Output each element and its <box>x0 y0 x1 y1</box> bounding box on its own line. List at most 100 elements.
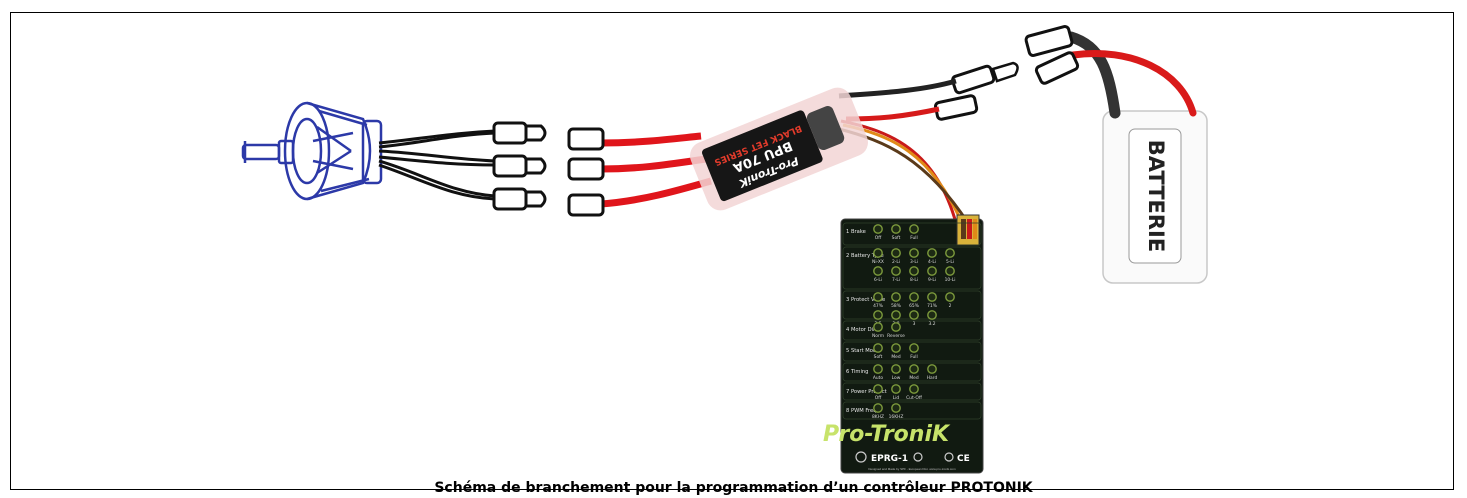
esc-label <box>702 110 823 202</box>
programmer-option-label: 10-Li <box>945 277 956 283</box>
programmer-led <box>927 266 937 276</box>
programmer-option-label: 2-Li <box>892 259 900 265</box>
programmer-option-label: 58% <box>891 303 901 309</box>
motor <box>241 101 383 201</box>
programmer-option-label: 3.2 <box>929 321 936 327</box>
programmer-model: EPRG-1 <box>871 454 908 464</box>
programmer-option-label: 6-Li <box>874 277 882 283</box>
programmer-option-label: 2 <box>949 303 952 309</box>
programmer-option-label: 47% <box>873 303 883 309</box>
programmer-row-frame <box>842 401 982 420</box>
programmer-row-label: 6 Timing <box>846 369 868 375</box>
programmer-option-label: 7-Li <box>892 277 900 283</box>
programmer-led <box>873 248 883 258</box>
diagram-frame: BATTERIE <box>10 12 1454 490</box>
programmer-led <box>909 248 919 258</box>
programmer-led <box>873 292 883 302</box>
programmer-row-frame <box>842 382 982 401</box>
programmer-led <box>927 248 937 258</box>
programmer-led <box>909 364 919 374</box>
battery-connector-2 <box>1034 51 1080 85</box>
esc-red-lead <box>845 106 940 122</box>
programmer-led <box>873 322 883 332</box>
programmer-option-label: Norm <box>872 333 884 339</box>
motor-connectors <box>492 121 547 211</box>
battery-label-box <box>1128 128 1182 264</box>
programmer-option-label: Cut-Off <box>906 395 923 401</box>
programmer-option-label: Reverse <box>887 333 905 339</box>
programmer-option-label: Low <box>892 375 901 381</box>
programmer-option-label: Full <box>910 235 918 241</box>
programmer-option-label: 71% <box>927 303 937 309</box>
programmer-led <box>873 224 883 234</box>
programmer-option-label: Med <box>891 354 900 360</box>
programmer-led <box>873 343 883 353</box>
programmer-led <box>927 364 937 374</box>
programmer-led <box>891 224 901 234</box>
programmer-led <box>891 403 901 413</box>
programmer-row-label: 7 Power Protect <box>846 389 887 395</box>
programmer-row-frame <box>842 362 982 382</box>
programmer-row-label: 2 Battery Type <box>846 253 884 259</box>
programmer-row-frame <box>842 341 982 362</box>
programmer-led <box>891 248 901 258</box>
esc-motor-leads <box>567 127 712 217</box>
programmer-led <box>927 310 937 320</box>
battery-leads <box>1024 25 1197 119</box>
programmer-row-frame <box>842 246 982 290</box>
programmer-option-label: 3-Li <box>910 259 918 265</box>
programmer-led <box>909 292 919 302</box>
programmer-led <box>891 343 901 353</box>
programmer-led <box>945 292 955 302</box>
programmer-option-label: 4-Li <box>928 259 936 265</box>
programmer-row-frame <box>842 320 982 341</box>
battery: BATTERIE <box>1102 110 1208 284</box>
programmer-button-3 <box>944 452 954 462</box>
programmer-led <box>909 343 919 353</box>
motor-front-bell <box>283 101 331 201</box>
motor-shaft <box>241 143 281 161</box>
battery-black-lead <box>1065 31 1121 119</box>
programmer-option-label: Off <box>875 235 882 241</box>
programmer-option-label: 8KHZ <box>872 414 884 420</box>
programmer-led <box>891 384 901 394</box>
programmer-option-label: 8-Li <box>910 277 918 283</box>
programmer-option-label: 16KHZ <box>889 414 904 420</box>
programmer-led <box>891 266 901 276</box>
programmer-option-label: Med <box>909 375 918 381</box>
programmer-option-label: Off <box>875 395 882 401</box>
programmer-row-label: 8 PWM Frequ <box>846 408 880 414</box>
diagram-caption: Schéma de branchement pour la programmat… <box>434 480 1033 496</box>
programmer-row-label: 3 Protect Value <box>846 297 885 303</box>
programmer-led <box>891 322 901 332</box>
programmer-led <box>891 364 901 374</box>
esc-bullet-1 <box>951 64 996 95</box>
programmer-option-label: 5-Li <box>946 259 954 265</box>
esc-capacitor <box>806 106 845 151</box>
programmer-led <box>909 266 919 276</box>
programmer-led <box>873 403 883 413</box>
battery-connector-1 <box>1024 25 1074 57</box>
programmer-led <box>945 266 955 276</box>
esc: BLACK FET SERIES BPU 70A Pro-TroniK <box>690 87 868 211</box>
programmer-option-label: Auto <box>873 375 884 381</box>
programmer-button-2 <box>913 452 923 462</box>
programmer-led <box>909 310 919 320</box>
programmer-row-label: 5 Start Mode <box>846 348 879 354</box>
esc-black-lead <box>838 78 957 99</box>
programmer-option-label: 3 <box>913 321 916 327</box>
programmer-row-label: 1 Brake <box>846 229 866 235</box>
esc-battery-connectors <box>934 61 1019 121</box>
programmer-led <box>873 266 883 276</box>
esc-bullet-2 <box>934 94 979 121</box>
battery-red-lead <box>1069 50 1197 117</box>
programmer-footer: Designed and Made by SPF - European Dist… <box>868 467 956 471</box>
programmer-led <box>891 292 901 302</box>
motor-wires <box>378 129 496 201</box>
programmer-option-label: Hard <box>927 375 938 381</box>
battery-label: BATTERIE <box>1144 140 1168 252</box>
programmer-option-label: 65% <box>909 303 919 309</box>
programmer-option-label: 9-Li <box>928 277 936 283</box>
